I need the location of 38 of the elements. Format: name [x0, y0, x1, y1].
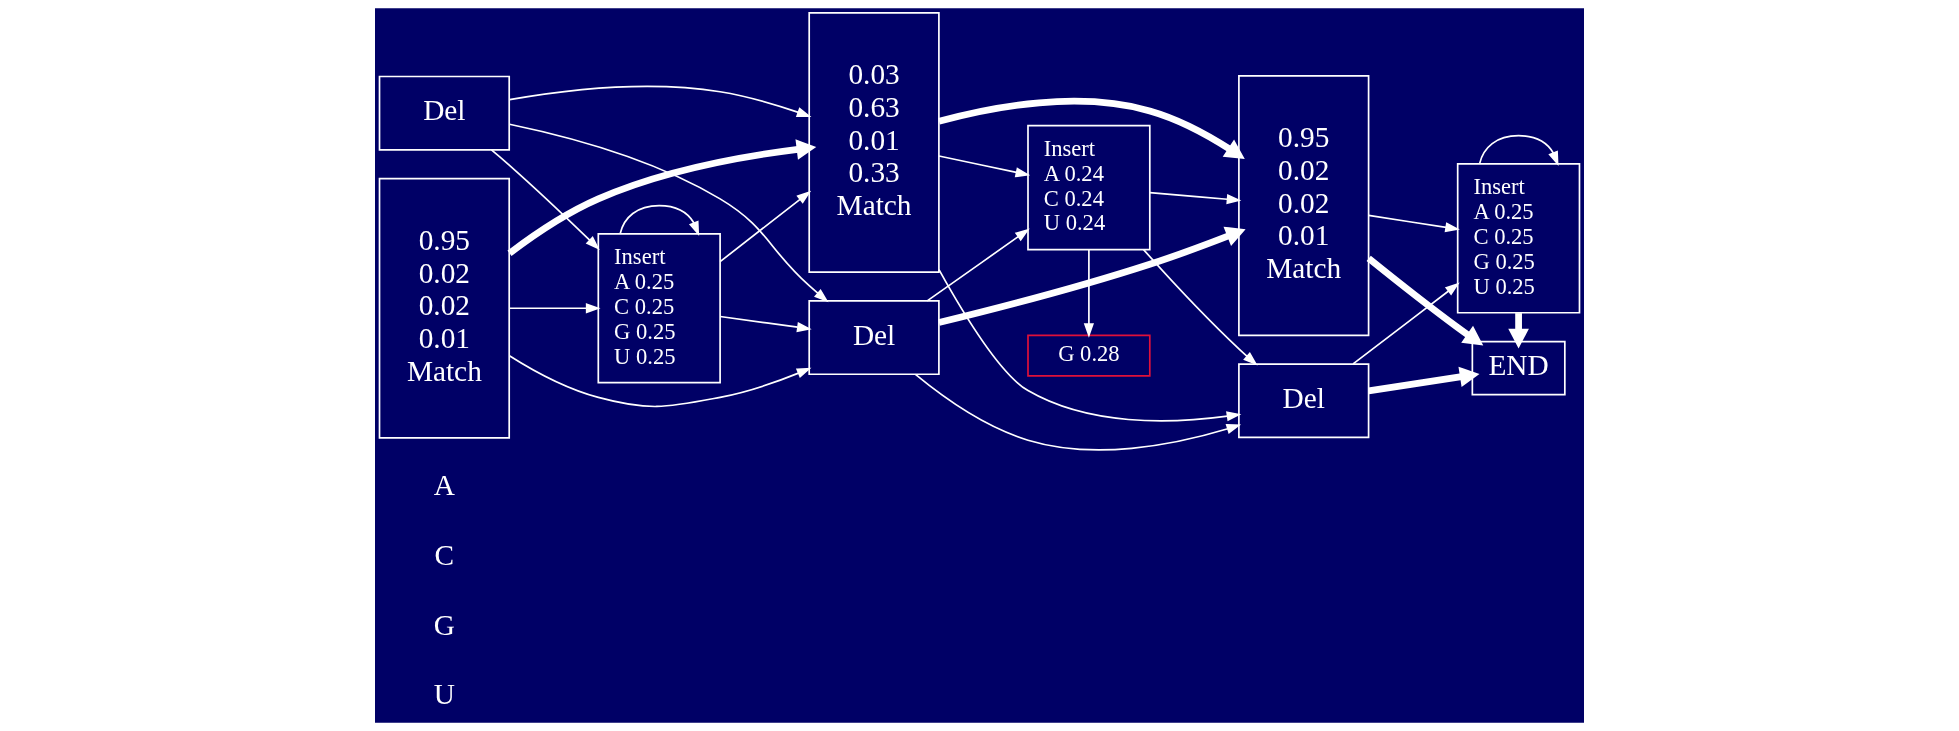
arrow	[719, 315, 812, 333]
arrow	[1367, 214, 1460, 233]
arrow	[1142, 248, 1258, 366]
arrow	[507, 139, 817, 256]
arrow	[1352, 282, 1460, 365]
arrow	[1083, 249, 1095, 338]
label: G	[433, 608, 455, 641]
node-box: G 0.28	[1027, 334, 1151, 377]
arrow	[914, 373, 1242, 451]
arrow	[1148, 191, 1242, 205]
arrow	[508, 303, 601, 314]
arrow	[1478, 134, 1559, 166]
node-box: Insert A 0.25 C 0.25 G 0.25 U 0.25	[1456, 163, 1581, 314]
arrow	[1368, 366, 1480, 395]
arrow	[619, 204, 700, 236]
arrow	[938, 97, 1245, 160]
arrow	[508, 85, 812, 118]
node-box: 0.95 0.02 0.02 0.01 Match	[378, 177, 511, 439]
node-box: Insert A 0.24 C 0.24 U 0.24	[1027, 124, 1151, 251]
arrow	[938, 226, 1246, 326]
label: C	[434, 538, 455, 571]
arrow	[719, 190, 812, 263]
node-box: 0.03 0.63 0.01 0.33 Match	[808, 11, 940, 273]
arrow	[1366, 255, 1484, 346]
label: U	[433, 678, 455, 711]
arrow	[508, 123, 829, 303]
node-box: Insert A 0.25 C 0.25 G 0.25 U 0.25	[597, 233, 721, 384]
node-box: END	[1471, 340, 1566, 396]
node-box: Del	[1238, 363, 1370, 439]
label: A	[433, 468, 455, 501]
arrow	[926, 228, 1030, 302]
arrow	[938, 268, 1242, 422]
node-box: 0.95 0.02 0.02 0.01 Match	[1238, 75, 1370, 337]
node-box: Del	[378, 75, 511, 151]
arrow	[938, 155, 1031, 178]
arrow	[508, 354, 812, 408]
node-box: Del	[808, 300, 940, 376]
arrow	[490, 149, 600, 250]
